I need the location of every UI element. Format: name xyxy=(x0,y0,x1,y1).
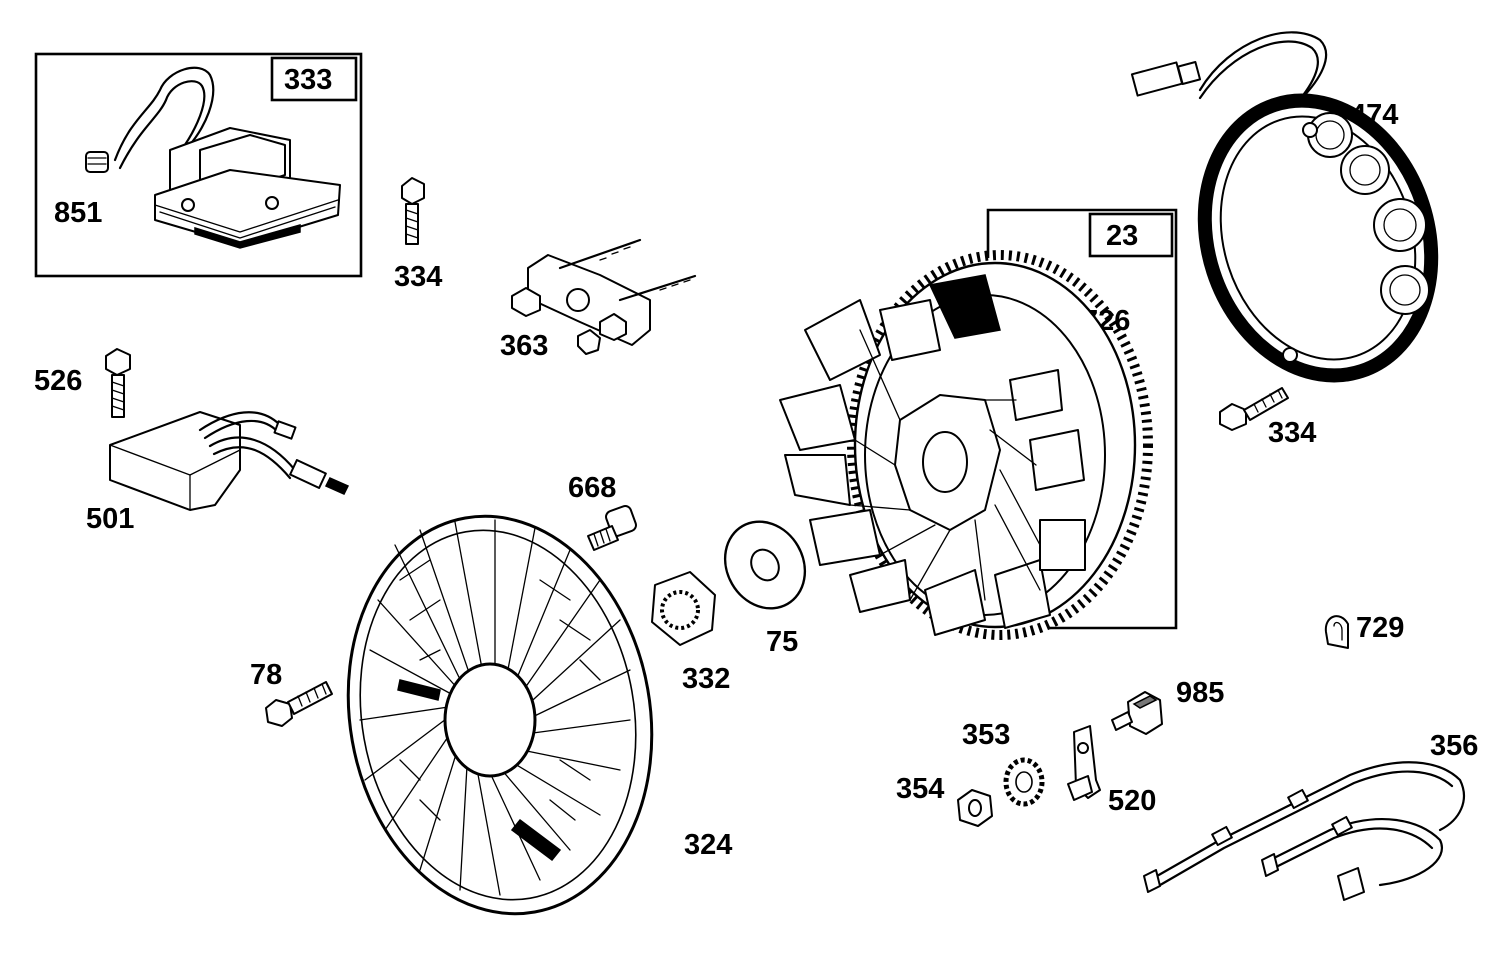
callout-363: 363 xyxy=(500,330,548,362)
callout-851: 851 xyxy=(54,197,102,229)
callout-23: 23 xyxy=(1106,220,1138,252)
washer-75-part xyxy=(723,520,807,610)
component-985-part xyxy=(1111,691,1163,735)
callout-668: 668 xyxy=(568,472,616,504)
screw-78-part xyxy=(265,681,333,727)
nut-332-part xyxy=(651,571,716,646)
flywheel-part xyxy=(779,250,1153,640)
ignition-armature-part xyxy=(113,66,341,249)
callout-729: 729 xyxy=(1356,612,1404,644)
blower-screen-part xyxy=(346,514,654,916)
callout-354: 354 xyxy=(896,773,944,805)
callout-501: 501 xyxy=(86,503,134,535)
lockwasher-353-part xyxy=(1003,757,1045,807)
bracket-with-studs-part xyxy=(511,238,697,355)
callout-474: 474 xyxy=(1350,99,1398,131)
callout-324: 324 xyxy=(684,829,732,861)
callout-332: 332 xyxy=(682,663,730,695)
callout-75: 75 xyxy=(766,626,798,658)
callout-334-upper: 334 xyxy=(394,261,442,293)
callout-333: 333 xyxy=(284,64,332,96)
callout-520: 520 xyxy=(1108,785,1156,817)
screw-334-upper-part xyxy=(401,177,425,245)
callout-353: 353 xyxy=(962,719,1010,751)
spark-plug-terminal-part xyxy=(85,151,109,173)
screw-526-part xyxy=(105,348,131,418)
callout-78: 78 xyxy=(250,659,282,691)
callout-526: 526 xyxy=(34,365,82,397)
screw-668-part xyxy=(587,505,637,551)
callout-334-lower: 334 xyxy=(1268,417,1316,449)
screw-334-lower-part xyxy=(1219,387,1289,431)
nut-354-part xyxy=(957,789,993,827)
flywheel-group-frame xyxy=(986,208,1178,630)
clip-729-part xyxy=(1324,615,1349,649)
callout-985: 985 xyxy=(1176,677,1224,709)
alternator-stator-part xyxy=(1130,31,1439,383)
callout-356: 356 xyxy=(1430,730,1478,762)
wire-harness-356-part xyxy=(1143,761,1465,901)
bracket-520-part xyxy=(1067,725,1101,801)
voltage-regulator-part xyxy=(109,411,350,511)
armature-group-frame xyxy=(34,52,363,278)
